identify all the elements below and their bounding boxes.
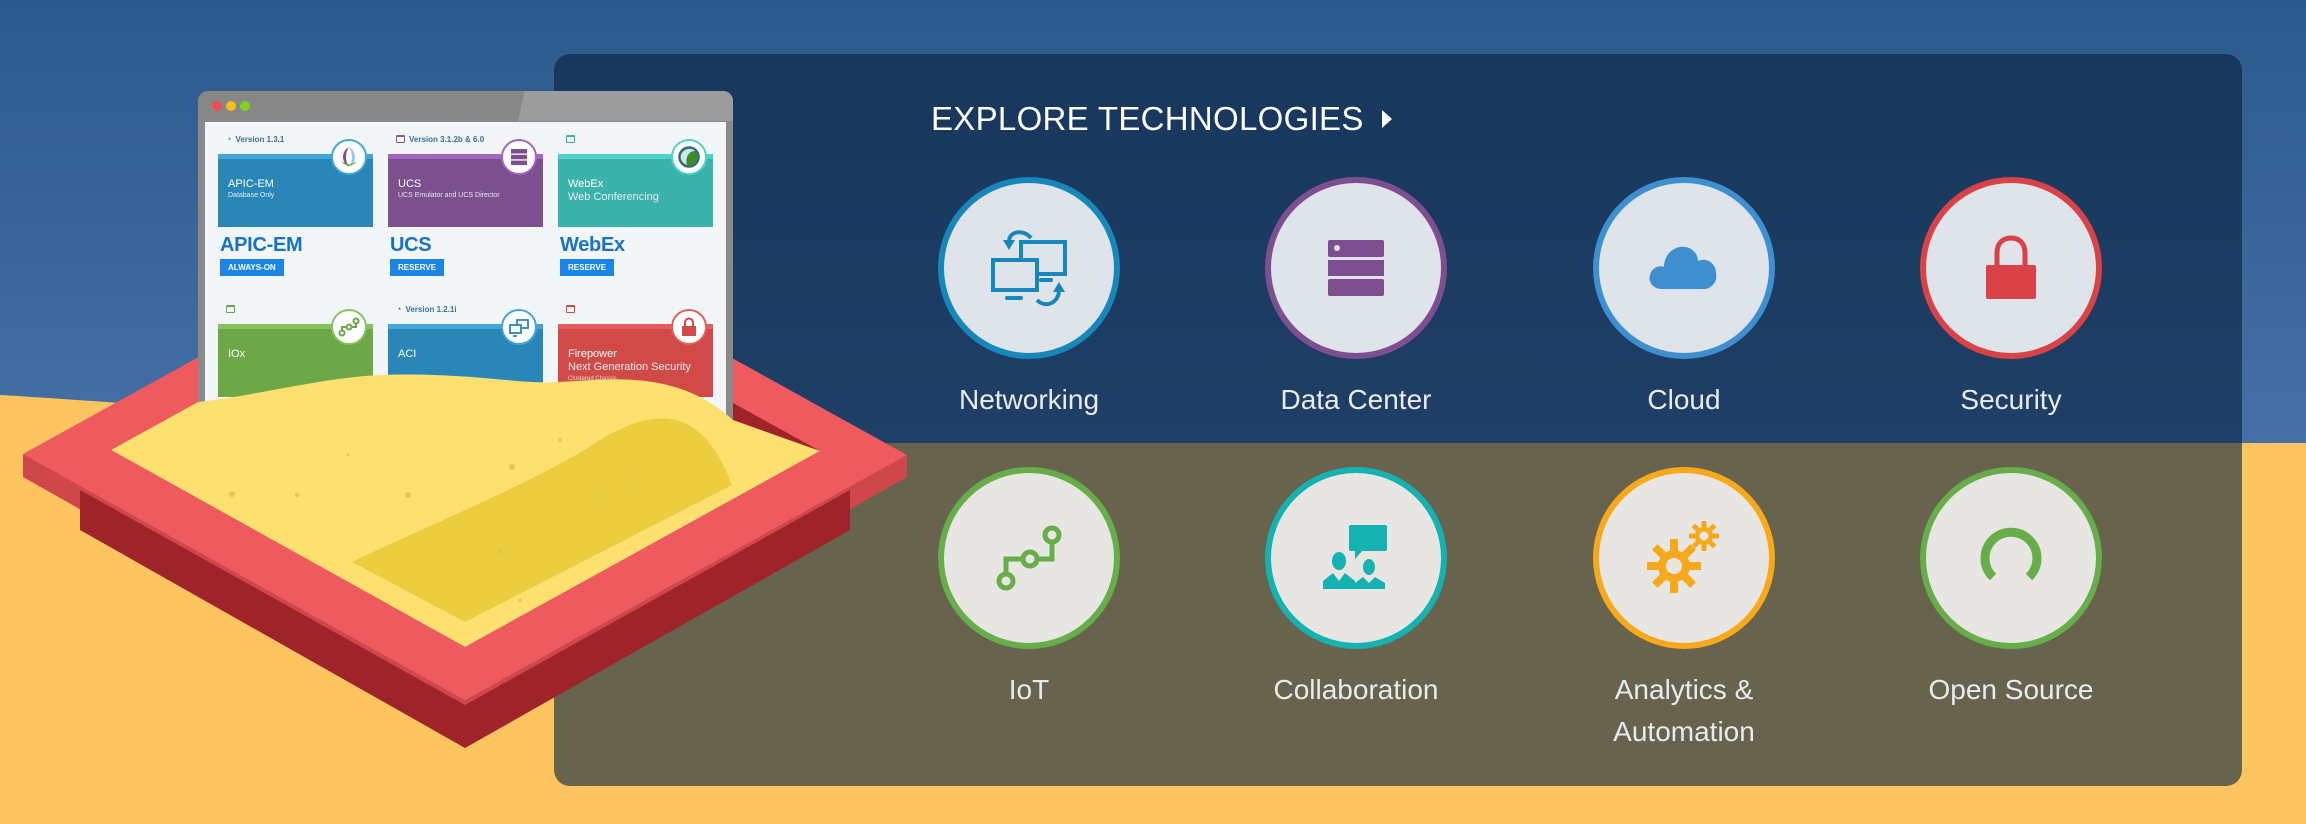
explore-technologies-panel: EXPLORE TECHNOLOGIES Networking (554, 54, 2242, 786)
server-icon (501, 139, 537, 175)
cloud-icon (1649, 246, 1717, 289)
tech-circle (1920, 177, 2102, 359)
tech-collaboration[interactable]: Collaboration (1226, 467, 1486, 711)
tech-label: Open Source (1928, 674, 2094, 705)
tech-circle (1920, 467, 2102, 649)
tech-circle (1593, 177, 1775, 359)
card-version (566, 132, 579, 146)
lock-icon (1986, 235, 2036, 299)
open-source-icon (1980, 527, 2042, 581)
maximize-dot-icon (240, 101, 250, 111)
card-version: ◔ Version 1.2.1i (396, 304, 457, 314)
iot-nodes-icon (331, 309, 367, 345)
apic-em-logo-icon (331, 139, 367, 175)
calendar-icon (396, 135, 405, 143)
card-name: UCS (390, 234, 432, 256)
card-block-title: WebEx (568, 178, 604, 190)
card-block: APIC-EM Database Only (218, 154, 373, 227)
gears-icon (1647, 521, 1719, 593)
card-block-subtitle: UCS Emulator and UCS Director (398, 192, 500, 199)
tech-label: Collaboration (1273, 674, 1439, 705)
calendar-icon (566, 135, 575, 143)
tech-label: Cloud (1647, 384, 1721, 415)
webex-logo-icon (671, 139, 707, 175)
card-version (226, 302, 235, 316)
tech-analytics-automation[interactable]: Analytics & Automation (1554, 467, 1814, 753)
minimize-dot-icon (226, 101, 236, 111)
card-block-title: UCS (398, 178, 422, 190)
tech-label: Security (1960, 384, 2062, 415)
card-name: APIC-EM (220, 234, 303, 256)
caret-right-icon (1381, 110, 1392, 128)
tech-label-line2: Automation (1613, 716, 1755, 747)
browser-content: ◔ Version 1.3.1 APIC-EM Database Only AP… (205, 122, 726, 463)
tech-circle (1265, 467, 1447, 649)
tech-circle (938, 177, 1120, 359)
24h-icon: ◔ (396, 304, 402, 314)
card-name: Firepower (560, 404, 653, 426)
card-name: IOx (220, 404, 252, 426)
server-icon (1328, 240, 1384, 296)
explore-technologies-link[interactable]: EXPLORE TECHNOLOGIES (931, 100, 1392, 138)
tech-circle (1265, 177, 1447, 359)
tech-circle (938, 467, 1120, 649)
calendar-icon (226, 305, 235, 313)
card-block-title: ACI (398, 348, 417, 360)
networking-icon (501, 309, 537, 345)
networking-icon (991, 230, 1067, 307)
reserve-button[interactable]: RESERVE (560, 259, 615, 276)
card-block-subtitle: Web Conferencing (568, 191, 659, 203)
tech-circle (1593, 467, 1775, 649)
tech-iot[interactable]: IoT (899, 467, 1159, 711)
browser-tab (518, 91, 733, 121)
tech-open-source[interactable]: Open Source (1881, 467, 2141, 711)
card-block-subtitle: Database Only (228, 192, 275, 199)
reserve-button[interactable]: RESERVE (390, 259, 445, 276)
iot-nodes-icon (996, 525, 1062, 591)
tech-label: Analytics & Automation (1554, 669, 1814, 753)
tech-data-center[interactable]: Data Center (1226, 177, 1486, 421)
tech-label-line1: Analytics & (1614, 674, 1754, 705)
calendar-icon (566, 305, 575, 313)
card-block-title: APIC-EM (228, 178, 274, 190)
tech-label: Networking (958, 384, 1100, 415)
browser-titlebar (198, 91, 733, 121)
explore-technologies-title: EXPLORE TECHNOLOGIES (931, 100, 1364, 137)
collaboration-icon (1323, 525, 1387, 589)
close-dot-icon (212, 101, 222, 111)
card-block-subtitle: Next Generation Security (568, 361, 691, 373)
card-block-note: Clustered Chassis (568, 376, 617, 382)
card-name: WebEx (560, 234, 625, 256)
browser-mockup: ◔ Version 1.3.1 APIC-EM Database Only AP… (198, 91, 733, 463)
24h-icon: ◔ (226, 134, 232, 144)
card-block-title: Firepower (568, 348, 617, 360)
card-version: ◔ Version 1.3.1 (226, 134, 285, 144)
tech-networking[interactable]: Networking (899, 177, 1159, 421)
tech-cloud[interactable]: Cloud (1554, 177, 1814, 421)
card-version: Version 3.1.2b & 6.0 (396, 132, 484, 146)
card-block-title: IOx (228, 348, 246, 360)
tech-label: Data Center (1280, 384, 1432, 415)
tech-label: IoT (1008, 674, 1050, 705)
card-version (566, 302, 575, 316)
tech-security[interactable]: Security (1881, 177, 2141, 421)
reserve-button[interactable]: RESERVE (220, 429, 275, 446)
lock-icon (671, 309, 707, 345)
always-on-button[interactable]: ALWAYS-ON (220, 259, 284, 276)
card-name: ACI (390, 404, 424, 426)
